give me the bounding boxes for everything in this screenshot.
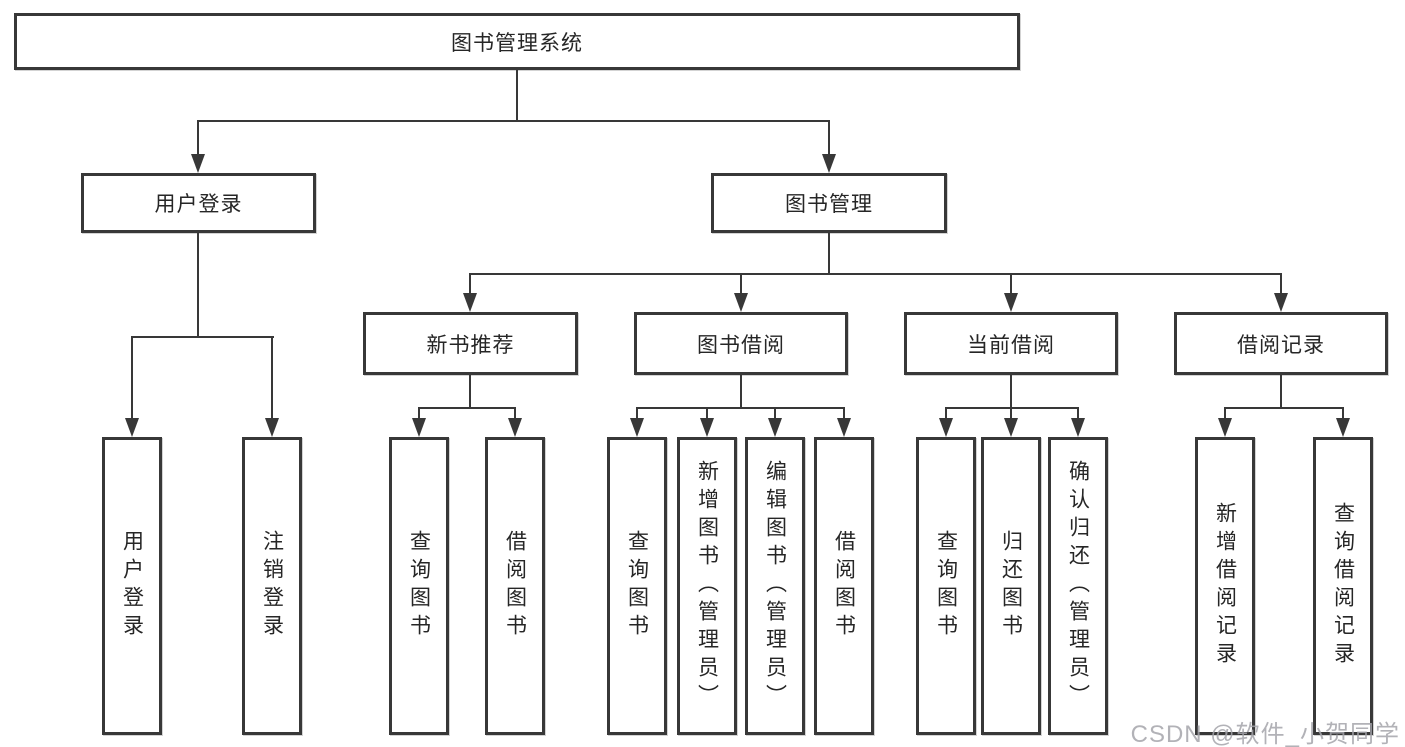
connector-current-borrowing-stem	[1010, 375, 1012, 407]
leaf-edit-books-admin: 编辑图书（管理员）	[745, 437, 805, 735]
connector-new-book-stem	[469, 375, 471, 407]
connector-borrowing-records-hbar	[1224, 407, 1344, 409]
connector-book-borrowing-stem	[740, 375, 742, 407]
arrow-down-icon	[412, 418, 426, 437]
arrow-down-icon	[700, 418, 714, 437]
connector-book-borrowing-hbar	[636, 407, 845, 409]
node-library-system: 图书管理系统	[14, 13, 1020, 70]
leaf-borrow-books: 借阅图书	[814, 437, 874, 735]
arrow-down-icon	[734, 293, 748, 312]
connector-root-stem	[516, 70, 518, 121]
connector-user-login-stem	[197, 233, 199, 336]
leaf-query-books-current: 查询图书	[916, 437, 976, 735]
connector-borrowing-records-stem	[1280, 375, 1282, 407]
arrow-down-icon	[265, 418, 279, 437]
node-borrowing-records: 借阅记录	[1174, 312, 1388, 375]
arrow-down-icon	[822, 154, 836, 173]
leaf-add-borrow-record: 新增借阅记录	[1195, 437, 1255, 735]
arrow-down-icon	[191, 154, 205, 173]
connector-drop-book-management	[828, 120, 830, 170]
arrow-down-icon	[463, 293, 477, 312]
connector-user-login-hbar	[131, 336, 274, 338]
leaf-query-borrow-record: 查询借阅记录	[1313, 437, 1373, 735]
node-user-login: 用户登录	[81, 173, 316, 233]
connector-drop-leaf-logout	[271, 336, 273, 434]
leaf-add-books-admin: 新增图书（管理员）	[677, 437, 737, 735]
leaf-logout-login: 注销登录	[242, 437, 302, 735]
arrow-down-icon	[939, 418, 953, 437]
connector-drop-new-book	[469, 273, 471, 309]
connector-drop-borrowing-records	[1280, 273, 1282, 309]
arrow-down-icon	[630, 418, 644, 437]
arrow-down-icon	[125, 418, 139, 437]
leaf-borrow-books-recommend: 借阅图书	[485, 437, 545, 735]
connector-root-hbar	[197, 120, 830, 122]
connector-current-borrowing-hbar	[945, 407, 1079, 409]
connector-drop-book-borrowing	[740, 273, 742, 309]
arrow-down-icon	[1336, 418, 1350, 437]
connector-drop-current-borrowing	[1010, 273, 1012, 309]
arrow-down-icon	[1218, 418, 1232, 437]
leaf-user-login: 用户登录	[102, 437, 162, 735]
arrow-down-icon	[1071, 418, 1085, 437]
connector-new-book-hbar	[418, 407, 516, 409]
arrow-down-icon	[1004, 418, 1018, 437]
node-current-borrowing: 当前借阅	[904, 312, 1118, 375]
connector-drop-user-login	[197, 120, 199, 170]
connector-book-management-stem	[828, 233, 830, 273]
arrow-down-icon	[837, 418, 851, 437]
leaf-query-books-borrowing: 查询图书	[607, 437, 667, 735]
leaf-confirm-return-admin: 确认归还（管理员）	[1048, 437, 1108, 735]
node-book-management: 图书管理	[711, 173, 947, 233]
connector-book-management-hbar	[469, 273, 1282, 275]
arrow-down-icon	[1004, 293, 1018, 312]
arrow-down-icon	[768, 418, 782, 437]
leaf-return-books: 归还图书	[981, 437, 1041, 735]
node-new-book-recommend: 新书推荐	[363, 312, 578, 375]
watermark: CSDN @软件_小贺同学	[1130, 721, 1400, 747]
leaf-query-books-recommend: 查询图书	[389, 437, 449, 735]
node-book-borrowing: 图书借阅	[634, 312, 848, 375]
connector-drop-leaf-user-login	[131, 336, 133, 434]
arrow-down-icon	[508, 418, 522, 437]
arrow-down-icon	[1274, 293, 1288, 312]
